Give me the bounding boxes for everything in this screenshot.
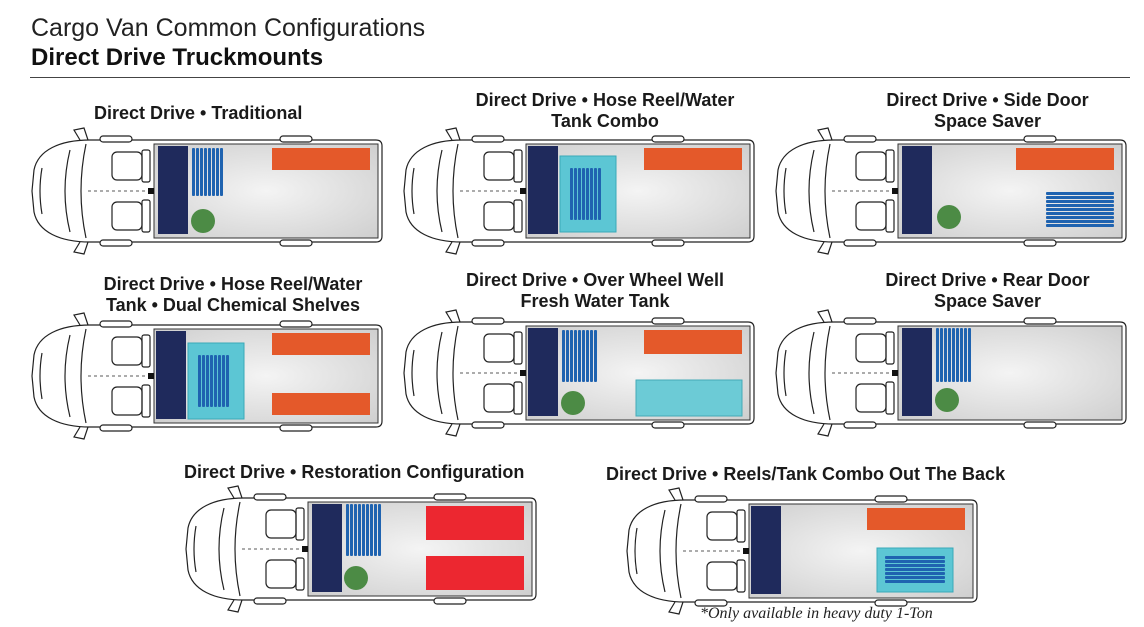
van-diagram-reels-tank-combo-out-the-back bbox=[626, 487, 978, 615]
chemical-shelf bbox=[272, 333, 370, 355]
config-label-line1: Direct Drive • Hose Reel/Water bbox=[475, 90, 735, 110]
van-diagram-side-door-space-saver bbox=[775, 127, 1127, 255]
chemical-jug bbox=[935, 388, 959, 412]
truckmount-unit bbox=[528, 146, 558, 234]
hose-reel bbox=[1046, 192, 1114, 227]
van-diagram-over-wheel-well-fresh-water-tank bbox=[403, 309, 755, 437]
van-outline bbox=[775, 127, 1127, 255]
hose-reel bbox=[562, 330, 597, 382]
hose-reel bbox=[346, 504, 381, 556]
van-diagram-rear-door-space-saver bbox=[775, 309, 1127, 437]
truckmount-unit bbox=[528, 328, 558, 416]
truckmount-unit bbox=[902, 328, 932, 416]
config-label-line2: Tank Combo bbox=[551, 111, 659, 131]
config-label-line2: Space Saver bbox=[933, 291, 1042, 311]
page-subtitle: Direct Drive Truckmounts bbox=[31, 44, 324, 71]
truckmount-unit bbox=[312, 504, 342, 592]
chemical-jug bbox=[191, 209, 215, 233]
chemical-shelf bbox=[272, 393, 370, 415]
chemical-jug bbox=[937, 205, 961, 229]
config-label-line1: Direct Drive • Traditional bbox=[94, 103, 303, 123]
truckmount-unit bbox=[156, 331, 186, 419]
hose-reel bbox=[198, 355, 229, 407]
truckmount-unit bbox=[751, 506, 781, 594]
hose-reel bbox=[885, 556, 945, 583]
page-title: Cargo Van Common Configurations bbox=[31, 14, 426, 42]
truckmount-unit bbox=[902, 146, 932, 234]
restoration-shelf bbox=[426, 556, 524, 590]
chemical-shelf bbox=[1016, 148, 1114, 170]
config-label-line1: Direct Drive • Hose Reel/Water bbox=[103, 274, 363, 294]
footnote: *Only available in heavy duty 1-Ton bbox=[700, 605, 933, 622]
van-diagram-restoration-configuration bbox=[185, 485, 537, 613]
chemical-shelf bbox=[644, 330, 742, 354]
config-label-line1: Direct Drive • Restoration Configuration bbox=[184, 462, 525, 482]
truckmount-unit bbox=[158, 146, 188, 234]
chemical-shelf bbox=[867, 508, 965, 530]
chemical-jug bbox=[561, 391, 585, 415]
chemical-shelf bbox=[272, 148, 370, 170]
config-label-line2: Space Saver bbox=[933, 111, 1042, 131]
config-label-line1: Direct Drive • Reels/Tank Combo Out The … bbox=[606, 464, 1006, 484]
van-diagram-dual-chemical-shelves bbox=[31, 312, 383, 440]
config-label-line1: Direct Drive • Side Door bbox=[886, 90, 1089, 110]
fresh-water-tank bbox=[635, 379, 743, 417]
hose-reel bbox=[192, 148, 223, 196]
config-label-line2: Fresh Water Tank bbox=[520, 291, 670, 311]
config-label-line1: Direct Drive • Over Wheel Well bbox=[465, 270, 725, 290]
config-label-line1: Direct Drive • Rear Door bbox=[885, 270, 1090, 290]
van-diagram-traditional bbox=[31, 127, 383, 255]
chemical-shelf bbox=[644, 148, 742, 170]
van-diagram-hose-reel-water-tank-combo bbox=[403, 127, 755, 255]
restoration-shelf bbox=[426, 506, 524, 540]
header-rule bbox=[30, 77, 1130, 78]
chemical-jug bbox=[344, 566, 368, 590]
config-label-line2: Tank • Dual Chemical Shelves bbox=[105, 295, 361, 315]
hose-reel bbox=[570, 168, 601, 220]
hose-reel bbox=[936, 328, 971, 382]
